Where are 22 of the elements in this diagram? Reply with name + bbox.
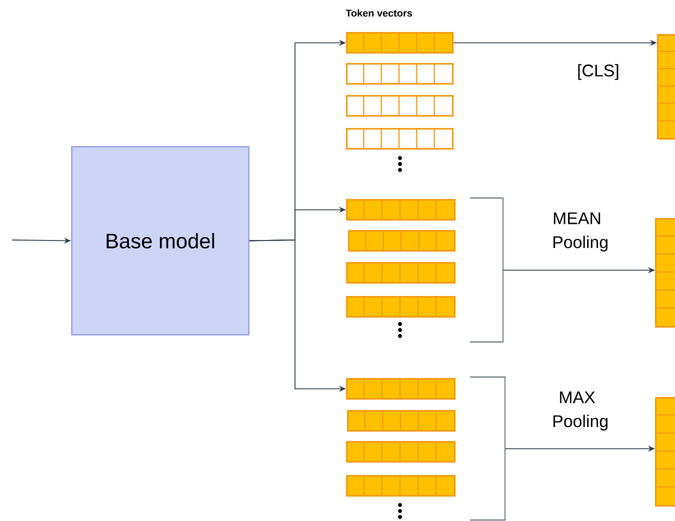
token-vector [346, 475, 456, 497]
edge-label: MEAN Pooling [551, 211, 608, 253]
token-vector [346, 63, 454, 85]
token-vector [347, 410, 456, 432]
token-vector [346, 199, 456, 221]
heading-label: Token vectors [346, 9, 412, 17]
token-vector [657, 34, 675, 140]
bracket [470, 198, 504, 342]
token-vector [348, 230, 456, 252]
edge-label: [CLS] [576, 63, 618, 81]
token-vector [346, 441, 456, 463]
token-vector [346, 296, 456, 318]
edge-label: MAX Pooling [551, 390, 608, 432]
process-box: Base model [71, 146, 250, 336]
token-vector [346, 128, 454, 150]
token-vector [655, 218, 675, 328]
token-vector [655, 397, 675, 507]
token-vector [346, 95, 454, 117]
token-vector [346, 378, 456, 400]
bracket [470, 376, 506, 520]
token-vector [346, 32, 454, 54]
token-vector [346, 262, 456, 284]
